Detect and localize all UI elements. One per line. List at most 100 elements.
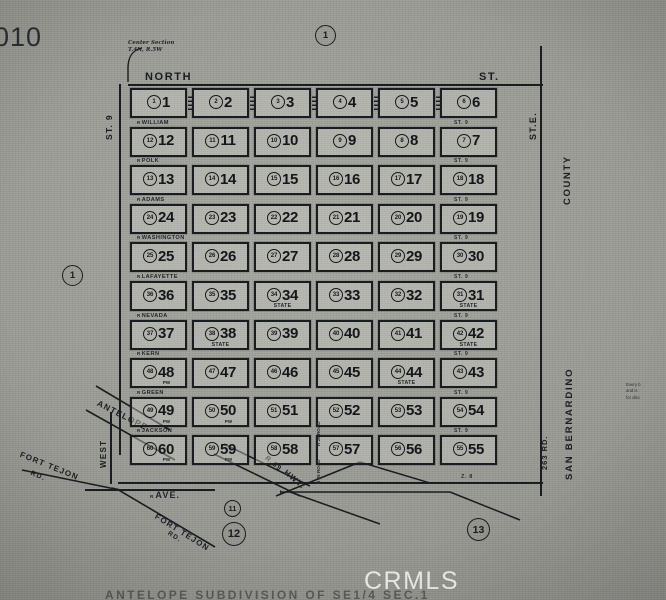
lot-number: 6 [472,93,480,111]
lot-circle-icon: 37 [143,326,158,341]
diagonal-roads-left [21,385,176,491]
right-margin-fine-print: Every b and is for disc [626,382,641,400]
pw-tag: PW [162,418,171,424]
lot-number: 36 [158,286,174,304]
right-street-tick: ST. 9 [454,312,469,319]
lot-number: 18 [468,170,484,188]
lot-circle-icon: 46 [267,365,282,380]
county-label: COUNTY [562,155,573,205]
east-boundary-line [540,46,542,496]
section-marker-11[interactable]: 11 [224,500,241,517]
lot-circle-icon: 59 [205,442,220,457]
lot-number: 16 [344,170,360,188]
street-name: LAFAYETTE [141,273,178,280]
left-street-label: ST. 9 [104,114,114,140]
lot-circle-icon: 13 [143,172,158,187]
lot-number: 53 [406,402,422,420]
lot-number: 42 [468,325,484,343]
lot-circle-icon: 47 [205,365,220,380]
section-marker-1[interactable]: 1 [315,25,336,46]
lot-number: 34 [282,286,298,304]
lot-number: 1 [162,93,170,111]
lot-circle-icon: 11 [205,133,220,148]
cross-street-adams: RADAMS [137,197,165,203]
lot-number: 28 [344,247,360,265]
section-marker-1[interactable]: 1 [62,265,83,286]
lot-circle-icon: 38 [205,326,220,341]
road-263-label: 263 RD. [540,435,549,470]
lot-number: 55 [468,440,484,458]
section-marker-12[interactable]: 12 [222,522,246,546]
lot-circle-icon: 28 [329,249,344,264]
section-marker-13[interactable]: 13 [467,518,490,541]
lot-number: 15 [282,170,298,188]
north-street-line [128,84,543,86]
street-prefix: R [137,196,141,202]
lot-number: 49 [158,402,174,420]
lot-number: 9 [348,132,356,150]
street-prefix: R [137,119,141,125]
lot-number: 7 [472,132,480,150]
